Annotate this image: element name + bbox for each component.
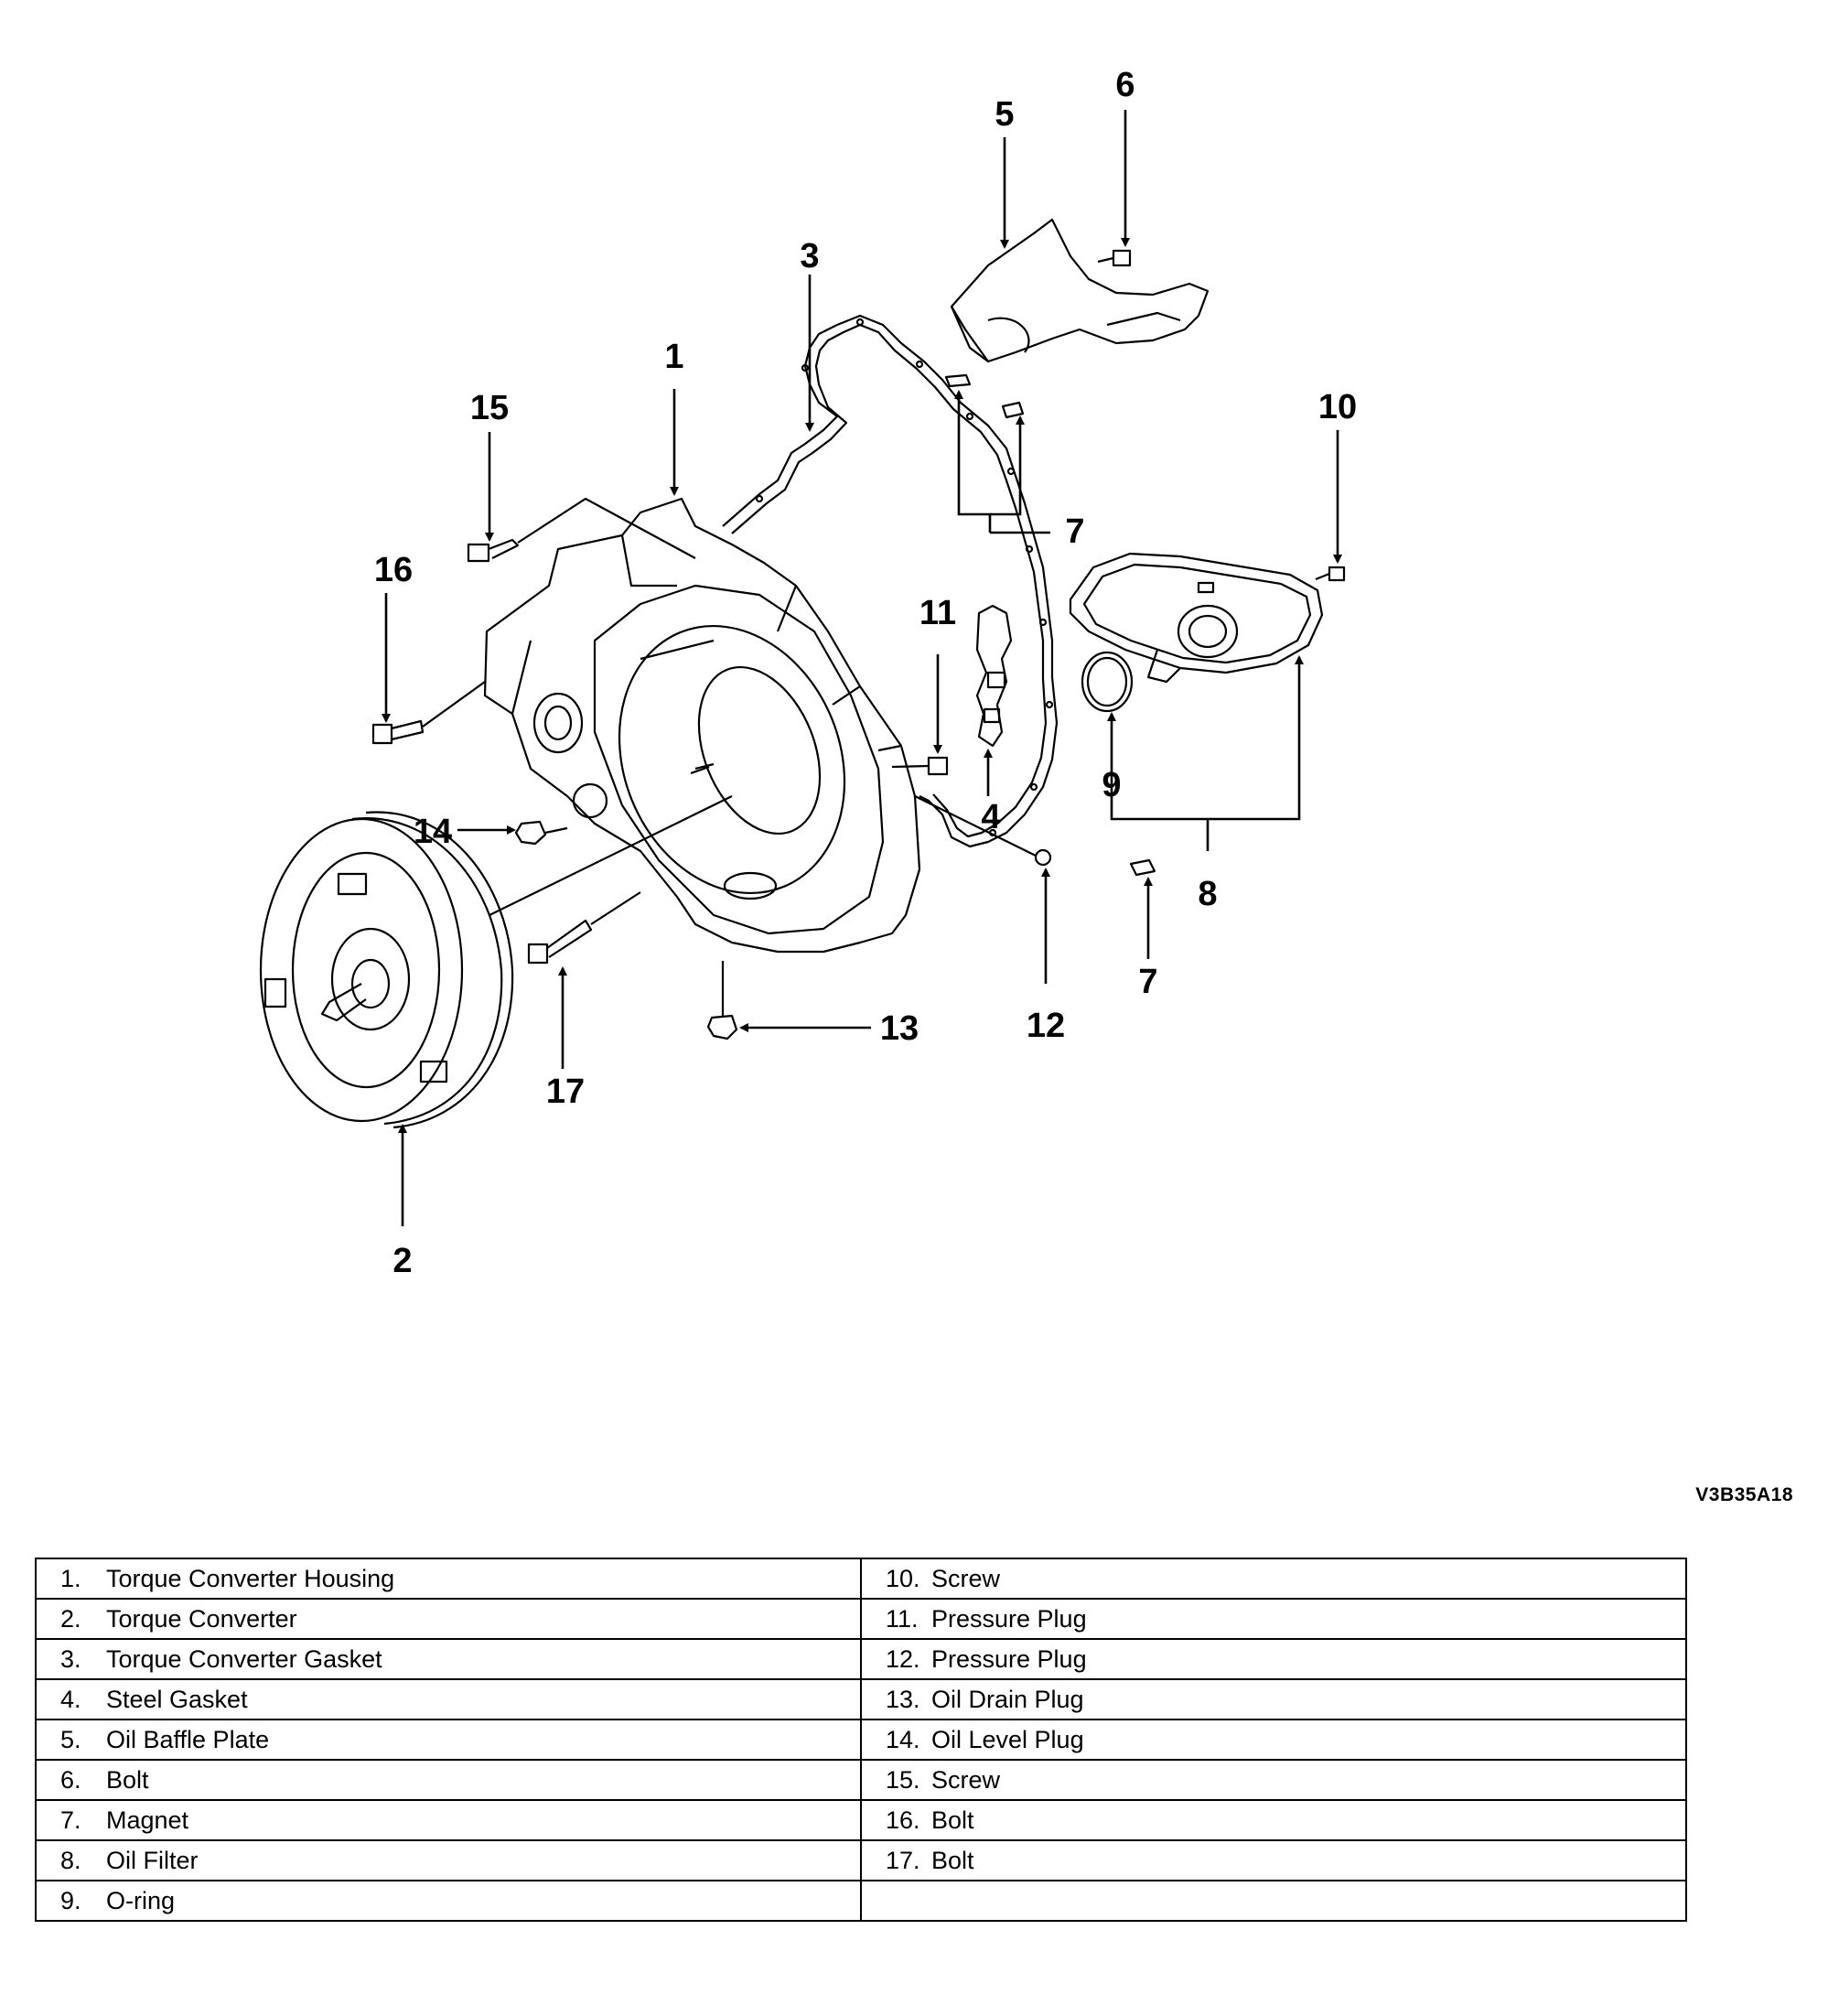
- screw-15: [467, 497, 696, 563]
- legend-number: 3.: [60, 1644, 81, 1673]
- legend-label: Screw: [931, 1765, 1001, 1794]
- legend-label: Screw: [931, 1564, 1001, 1592]
- legend-label: Pressure Plug: [931, 1604, 1087, 1633]
- legend-label: Bolt: [106, 1765, 149, 1794]
- legend-number: 2.: [60, 1604, 81, 1633]
- callout-9: 9: [1102, 766, 1121, 804]
- callout-15: 15: [470, 389, 509, 427]
- legend-row: 5. Oil Baffle Plate 14. Oil Level Plug: [35, 1719, 1687, 1761]
- leader-lines: [382, 110, 1342, 1226]
- legend-row: 8. Oil Filter 17. Bolt: [35, 1839, 1687, 1881]
- callout-12: 12: [1027, 1007, 1065, 1045]
- oil-level-plug: [514, 820, 568, 846]
- legend-label: Torque Converter Gasket: [106, 1644, 382, 1673]
- legend-number: 4.: [60, 1685, 81, 1713]
- callout-10: 10: [1318, 388, 1357, 426]
- legend-label: Oil Drain Plug: [931, 1685, 1084, 1713]
- legend-empty-cell: [860, 1880, 1687, 1922]
- steel-gasket: [975, 604, 1013, 748]
- screw-10: [1315, 566, 1346, 582]
- legend-label: Bolt: [931, 1806, 974, 1834]
- legend-label: Torque Converter Housing: [106, 1564, 395, 1592]
- parts-legend-table: 1. Torque Converter Housing 10. Screw 2. To…: [35, 1558, 1687, 1922]
- legend-number: 15.: [886, 1765, 920, 1794]
- legend-label: Magnet: [106, 1806, 189, 1834]
- pressure-plug-12: [914, 795, 1052, 867]
- callout-11: 11: [919, 594, 956, 632]
- callout-8: 8: [1198, 875, 1217, 913]
- legend-row: 4. Steel Gasket 13. Oil Drain Plug: [35, 1678, 1687, 1720]
- legend-number: 10.: [886, 1564, 920, 1592]
- o-ring: [1081, 651, 1134, 713]
- legend-number: 11.: [886, 1604, 919, 1633]
- legend-row: 2. Torque Converter 11. Pressure Plug: [35, 1598, 1687, 1640]
- legend-label: O-ring: [106, 1886, 176, 1914]
- legend-number: 13.: [886, 1685, 920, 1713]
- legend-label: Pressure Plug: [931, 1644, 1087, 1673]
- legend-row: 6. Bolt 15. Screw: [35, 1759, 1687, 1801]
- legend-label: Steel Gasket: [106, 1685, 248, 1713]
- legend-number: 14.: [886, 1725, 920, 1753]
- legend-number: 6.: [60, 1765, 81, 1794]
- callout-16: 16: [374, 551, 413, 589]
- torque-converter-gasket: [722, 314, 1059, 848]
- legend-label: Oil Baffle Plate: [106, 1725, 270, 1753]
- legend-number: 8.: [60, 1846, 81, 1874]
- legend-number: 16.: [886, 1806, 920, 1834]
- callout-3: 3: [800, 237, 819, 275]
- callout-4: 4: [981, 798, 1000, 836]
- legend-row: 3. Torque Converter Gasket 12. Pressure Pl…: [35, 1638, 1687, 1680]
- callout-7-top: 7: [1065, 512, 1084, 551]
- legend-label: Torque Converter: [106, 1604, 297, 1633]
- legend-number: 7.: [60, 1806, 81, 1834]
- figure-reference-code: V3B35A18: [1695, 1484, 1793, 1505]
- bolt-6: [1097, 249, 1132, 267]
- oil-filter: [1069, 552, 1324, 684]
- callout-2: 2: [392, 1242, 412, 1280]
- legend-row: 9. O-ring: [35, 1880, 1687, 1922]
- callout-17: 17: [546, 1073, 585, 1111]
- callout-14: 14: [414, 813, 452, 851]
- callout-6: 6: [1115, 66, 1134, 104]
- magnets: [944, 373, 1156, 877]
- legend-number: 1.: [60, 1564, 81, 1592]
- torque-converter: [259, 795, 733, 1129]
- exploded-parts-diagram: 1 2 3 4 5 6 7 7 8 9 10 11 12 13 14 15 16…: [259, 66, 1357, 1280]
- callout-1: 1: [664, 338, 683, 376]
- legend-number: 17.: [886, 1846, 920, 1874]
- legend-label: Oil Filter: [106, 1846, 199, 1874]
- legend-number: 12.: [886, 1644, 920, 1673]
- pressure-plug-11: [891, 756, 949, 776]
- legend-label: Oil Level Plug: [931, 1725, 1084, 1753]
- callout-13: 13: [880, 1009, 919, 1048]
- oil-baffle-plate: [950, 218, 1210, 363]
- torque-converter-housing: [483, 497, 921, 954]
- oil-drain-plug: [706, 961, 738, 1040]
- legend-number: 9.: [60, 1886, 81, 1914]
- legend-number: 5.: [60, 1725, 81, 1753]
- callout-5: 5: [995, 95, 1014, 134]
- legend-row: 7. Magnet 16. Bolt: [35, 1799, 1687, 1841]
- legend-label: Bolt: [931, 1846, 974, 1874]
- callout-7-bottom: 7: [1138, 963, 1157, 1001]
- bolt-16: [371, 681, 486, 745]
- legend-row: 1. Torque Converter Housing 10. Screw: [35, 1558, 1687, 1600]
- bolt-17: [527, 891, 641, 965]
